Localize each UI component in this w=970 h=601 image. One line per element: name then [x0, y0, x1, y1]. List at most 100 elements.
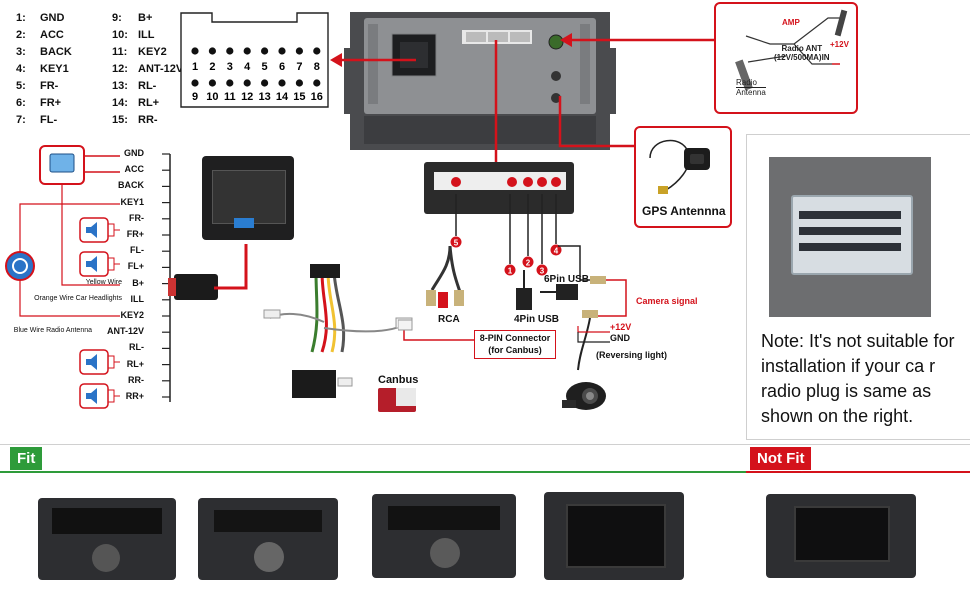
canbus-connector-line1: 8-PIN Connector [479, 333, 551, 343]
pin-dot [261, 79, 269, 87]
radio-ant-label: Radio ANT (12V/500MA)IN [774, 44, 830, 62]
amp-label: AMP [782, 18, 800, 27]
radio-photo-not-fit [766, 494, 916, 578]
pin-label: 8 [314, 61, 320, 73]
pin-dot [313, 47, 321, 55]
arrow-to-pins [330, 53, 416, 67]
antenna-box: AMP +12V Radio ANT (12V/500MA)IN Radio A… [714, 2, 858, 114]
pin-dot [208, 47, 216, 55]
pin-label: 10 [206, 91, 218, 103]
port-marker [522, 256, 534, 268]
camera-wiring [558, 245, 627, 371]
pin-dot [278, 47, 286, 55]
pin-function: FL- [40, 114, 58, 126]
pin-label: 6 [279, 61, 285, 73]
pin-number: 13: [112, 80, 128, 92]
wire-label: B+ [132, 277, 144, 288]
plug-port-marker [551, 177, 561, 187]
not-fit-section: Not Fit [746, 444, 970, 601]
pin-label: 9 [192, 91, 198, 103]
pin-number: 7: [16, 114, 26, 126]
camera-gnd-label: GND [610, 333, 630, 343]
radio-ant-line2: (12V/500MA)IN [774, 53, 830, 62]
wire-label: ANT-12V [106, 326, 144, 337]
fit-section: Fit [0, 444, 746, 601]
pin-label: 3 [227, 61, 233, 73]
pin-label: 7 [296, 61, 302, 73]
pin-number: 9: [112, 12, 122, 24]
pin-number: 11: [112, 46, 128, 58]
pin-dot [295, 47, 303, 55]
wire-label: RL+ [126, 358, 144, 369]
pin-label: 4 [244, 61, 251, 73]
pin-dot [191, 47, 199, 55]
pin-function: KEY2 [138, 46, 167, 58]
plug-link-line [214, 244, 248, 290]
pin-function: ANT-12V [138, 63, 184, 75]
pin-function: GND [40, 12, 65, 24]
radio-line1: Radio [736, 78, 757, 87]
pin-number: 2: [16, 29, 26, 41]
pin-dot [243, 47, 251, 55]
usb4-connector [516, 270, 532, 310]
rca-label: RCA [438, 314, 460, 325]
pin-function: RL+ [138, 97, 160, 109]
pin-dot [295, 79, 303, 87]
gps-line [558, 96, 640, 148]
port-marker-number: 4 [554, 247, 559, 256]
pin-label: 12 [241, 91, 253, 103]
antenna-12v-label: +12V [830, 40, 849, 49]
pin-label: 13 [258, 91, 270, 103]
port-marker-number: 2 [526, 259, 531, 268]
radio-antenna-label: Radio Antenna [736, 78, 766, 97]
pin-dot [278, 79, 286, 87]
wire-label: ILL [130, 293, 145, 304]
port-marker [504, 264, 516, 276]
port-marker [450, 236, 462, 248]
pin-function: ACC [40, 29, 64, 41]
plug-photo [769, 157, 931, 317]
pin-number: 1: [16, 12, 26, 24]
pin-label: 11 [224, 91, 236, 103]
pin-label: 5 [262, 61, 268, 73]
wire-label: BACK [118, 180, 144, 191]
wire-label: FL- [130, 245, 144, 256]
port-marker-number: 1 [508, 267, 513, 276]
pin-number: 12: [112, 63, 128, 75]
reversing-light-label: (Reversing light) [596, 350, 668, 360]
pin-legend-row: 4:KEY1 [16, 61, 72, 78]
pin-label: 1 [192, 61, 198, 73]
wire-label: GND [124, 148, 144, 158]
pin-number: 4: [16, 63, 26, 75]
pin-legend-row: 5:FR- [16, 78, 72, 95]
pin-legend-row: 3:BACK [16, 44, 72, 61]
head-unit-back [344, 12, 616, 150]
gps-box: GPS Antennna [634, 126, 732, 228]
pin-number: 15: [112, 114, 128, 126]
pin-function: RR- [138, 114, 158, 126]
pin-legend-row: 11: KEY2 [112, 44, 183, 61]
camera-power-lines [577, 326, 610, 343]
pin-number: 3: [16, 46, 26, 58]
wire-label: KEY1 [120, 196, 144, 207]
canbus-connector-line2: (for Canbus) [488, 345, 542, 355]
not-fit-label: Not Fit [750, 447, 812, 470]
pin-legend-row: 9:B+ [112, 10, 183, 27]
canbus-connector-line [398, 319, 474, 341]
not-fit-divider [746, 471, 970, 473]
wire-label: FR+ [126, 229, 144, 239]
pin-number: 5: [16, 80, 26, 92]
wire-label: ACC [124, 164, 145, 175]
plug-port-marker [523, 177, 533, 187]
wire-note: Yellow Wire [85, 278, 122, 286]
harness-plug [424, 162, 574, 214]
radio-ant-line1: Radio ANT [781, 44, 823, 53]
pin-legend-row: 14:RL+ [112, 95, 183, 112]
wire-label: RR+ [125, 391, 144, 401]
port-marker-number: 3 [540, 267, 545, 276]
canbus-connector-label: 8-PIN Connector (for Canbus) [474, 330, 556, 359]
